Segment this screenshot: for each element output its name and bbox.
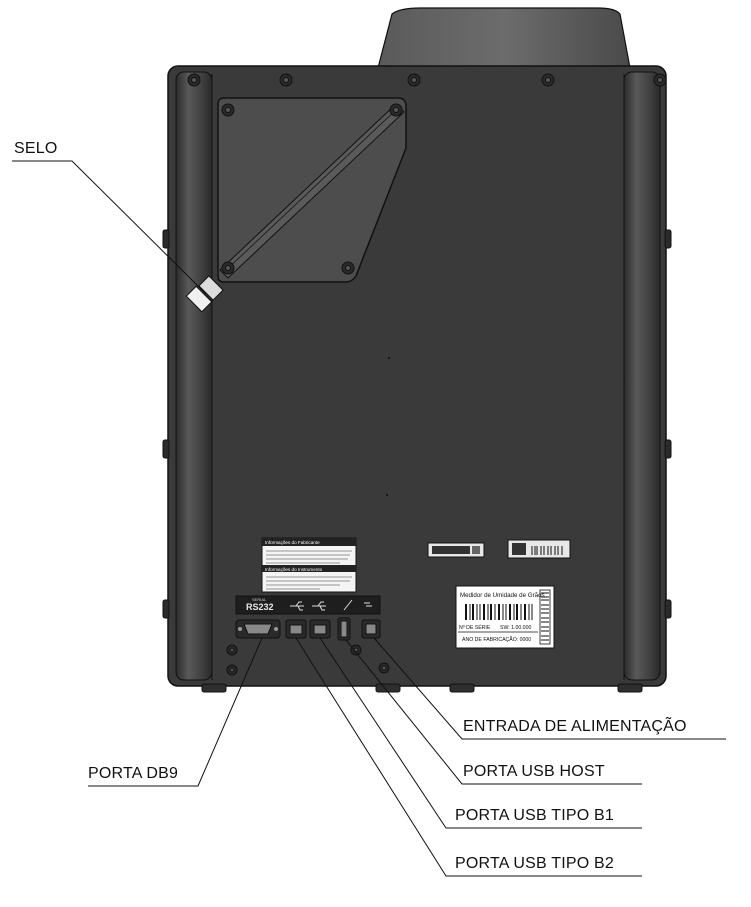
port-usb-b1	[309, 619, 331, 639]
seal-bar	[219, 103, 405, 279]
callout-selo: SELO	[14, 140, 58, 157]
serial-label: SERIAL	[252, 597, 267, 602]
instrument-header: Informações do Instrumento	[265, 567, 323, 572]
edge-bumps	[162, 229, 672, 619]
rating-sticker-1	[427, 542, 485, 558]
serial-field: Nº DE SÉRIE	[459, 624, 491, 631]
software-field: SW: 1.00.000	[500, 625, 531, 631]
seal-icon	[185, 275, 224, 313]
callout-porta-usb-tipo-b1: PORTA USB TIPO B1	[455, 807, 615, 824]
rating-sticker-2	[507, 539, 571, 559]
rs232-label: RS232	[246, 602, 274, 612]
device-feet	[201, 683, 643, 693]
callout-porta-db9: PORTA DB9	[88, 765, 179, 782]
callout-entrada-alimentacao: ENTRADA DE ALIMENTAÇÃO	[463, 718, 687, 735]
right-side-rail	[623, 71, 661, 681]
callout-porta-usb-host: PORTA USB HOST	[463, 763, 605, 780]
port-power-input	[361, 619, 381, 639]
power-icon	[364, 602, 372, 607]
manufacturer-header: Informações do Fabricante	[265, 540, 320, 545]
top-dome	[377, 7, 631, 69]
year-field: ANO DE FABRICAÇÃO: 0000	[462, 636, 531, 643]
product-title: Medidor de Umidade de Grãos	[460, 592, 545, 599]
port-usb-host	[337, 617, 351, 641]
port-db9	[235, 619, 281, 639]
manufacturer-sticker	[261, 537, 357, 593]
product-label	[455, 585, 555, 649]
left-side-rail	[175, 71, 213, 681]
port-usb-b2	[285, 619, 307, 639]
leader-lines	[12, 160, 726, 877]
callout-porta-usb-tipo-b2: PORTA USB TIPO B2	[455, 855, 615, 872]
usb-icon	[290, 599, 353, 611]
screw-icon	[187, 73, 667, 676]
